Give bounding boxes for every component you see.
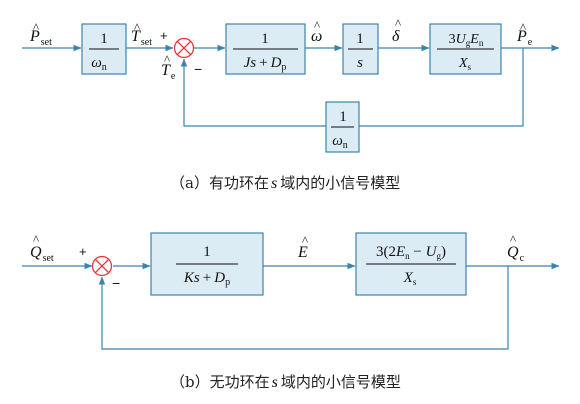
diagram-a-signal-lines: [22, 44, 560, 127]
line-a-feedback-left: [180, 58, 326, 127]
sum-junction-a-cross-2: [176, 40, 192, 56]
sum-junction-a: [173, 37, 195, 59]
label-a-pe-hat: ^: [520, 20, 526, 35]
block-a-4-denominator: Xs: [458, 56, 472, 72]
label-b-qc-hat: ^: [510, 232, 516, 247]
block-b-1-denominator: Ks+Dp: [183, 270, 230, 288]
block-a-3-denominator: s: [357, 55, 363, 71]
block-b-1-numerator: 1: [203, 244, 211, 260]
block-a-2-denominator: Js+Dp: [244, 55, 287, 73]
block-a-2-numerator: 1: [261, 31, 269, 47]
diagram-a: ^ Pset ^ Tset + − ^ Te ^ ω ^ δ ^ Pe 1 ωn…: [22, 16, 560, 192]
label-b-input-hat: ^: [33, 232, 39, 247]
diagram-b-signal-lines: [22, 262, 560, 350]
label-b-minus: −: [112, 275, 120, 291]
sum-junction-b-cross-2: [94, 258, 110, 274]
block-a-fb-denominator: ωn: [332, 133, 348, 151]
label-b-e: E: [297, 244, 308, 261]
label-a-te-hat: ^: [164, 52, 170, 67]
block-a-4-numerator: 3UgEn: [449, 32, 484, 48]
label-b-qc: Qc: [507, 244, 525, 264]
sum-junction-b: [91, 255, 113, 277]
block-a-1-denominator: ωn: [91, 55, 107, 73]
label-a-omega-hat: ^: [314, 18, 320, 33]
label-a-pe: Pe: [516, 28, 533, 48]
label-a-omega: ω: [311, 28, 322, 45]
diagram-b: ^ Qset + − ^ E ^ Qc 1 Ks+Dp 3(2En − Ug) …: [22, 232, 560, 391]
label-a-delta: δ: [392, 28, 400, 45]
label-a-input-hat: ^: [33, 20, 39, 35]
label-b-e-hat: ^: [302, 233, 308, 248]
label-a-input: Pset: [29, 28, 52, 48]
label-a-minus: −: [194, 61, 202, 77]
label-a-plus: +: [160, 28, 168, 43]
label-a-tset-hat: ^: [134, 20, 140, 35]
label-b-plus: +: [79, 244, 87, 259]
line-a-feedback-right: [359, 48, 524, 127]
line-b-feedback: [98, 266, 509, 350]
label-a-delta-hat: ^: [395, 16, 401, 31]
block-b-2-denominator: Xs: [403, 270, 417, 287]
label-a-tset: Tset: [131, 28, 152, 48]
label-b-input: Qset: [30, 244, 54, 264]
block-a-1-numerator: 1: [100, 31, 108, 47]
block-a-fb-numerator: 1: [339, 109, 347, 125]
label-a-te: Te: [161, 62, 176, 82]
block-b-2-numerator: 3(2En − Ug): [376, 244, 446, 261]
diagram-a-fraction-bars: [89, 48, 494, 128]
block-a-3-numerator: 1: [356, 31, 364, 47]
